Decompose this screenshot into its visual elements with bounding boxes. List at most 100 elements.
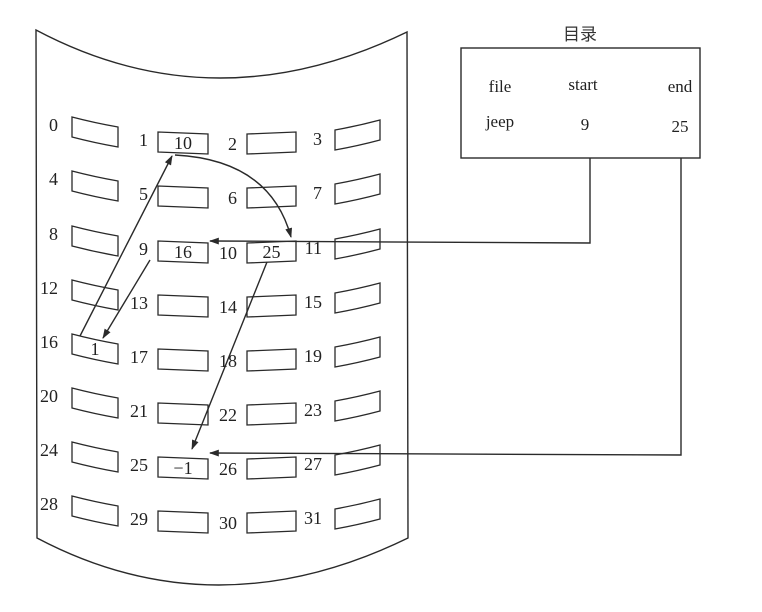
pointer-arrow-16-to-1 xyxy=(79,155,173,337)
disk-block-28: 28 xyxy=(40,494,119,527)
disk-block-8: 8 xyxy=(49,224,119,257)
directory-title: 目录 xyxy=(563,25,597,45)
block-frame xyxy=(71,279,119,311)
disk-block-26: 26 xyxy=(219,456,297,480)
block-frame xyxy=(71,495,119,527)
disk-block-17: 17 xyxy=(130,347,209,372)
block-frame xyxy=(71,170,119,202)
block-index-label: 0 xyxy=(49,115,58,135)
block-frame xyxy=(157,456,209,480)
disk-block-18: 18 xyxy=(219,348,297,372)
end-pointer-line xyxy=(209,158,682,457)
disk-block-19: 19 xyxy=(304,336,381,368)
disk-block-20: 20 xyxy=(40,386,119,419)
disk-block-31: 31 xyxy=(304,498,381,530)
disk-block-11: 11 xyxy=(305,228,381,260)
block-frame xyxy=(157,294,209,318)
block-frame xyxy=(246,131,297,155)
block-frame xyxy=(246,402,297,426)
disk-block-27: 27 xyxy=(304,444,381,476)
pointer-arrow-10-to-25 xyxy=(191,261,268,450)
block-index-label: 9 xyxy=(139,239,148,259)
disk-block-4: 4 xyxy=(49,169,119,202)
block-pointer-value: 16 xyxy=(174,242,192,262)
block-index-label: 16 xyxy=(40,332,58,352)
disk-block-7: 7 xyxy=(313,173,381,205)
block-frame xyxy=(157,240,209,264)
disk-block-5: 5 xyxy=(139,184,209,209)
block-frame xyxy=(71,116,119,148)
block-frame xyxy=(246,348,297,372)
block-frame xyxy=(246,294,297,318)
block-index-label: 23 xyxy=(304,400,322,420)
disk-block-12: 12 xyxy=(40,278,119,311)
disk-block-10: 10 25 xyxy=(219,240,297,264)
disk-outline xyxy=(35,28,409,586)
block-frame xyxy=(246,510,297,534)
block-frame xyxy=(334,390,381,422)
start-pointer-line xyxy=(209,158,591,245)
block-pointer-value: −1 xyxy=(173,458,192,478)
disk-block-30: 30 xyxy=(219,510,297,534)
directory-table xyxy=(460,47,701,159)
block-frame xyxy=(157,510,209,534)
block-index-label: 11 xyxy=(305,238,322,258)
block-frame xyxy=(71,333,119,365)
block-index-label: 30 xyxy=(219,513,237,533)
block-frame xyxy=(334,119,381,151)
block-index-label: 27 xyxy=(304,454,322,474)
block-index-label: 31 xyxy=(304,508,322,528)
block-frame xyxy=(157,402,209,426)
block-index-label: 6 xyxy=(228,188,237,208)
pointer-arrow-9-to-16 xyxy=(102,259,151,339)
disk-block-3: 3 xyxy=(313,119,381,151)
block-index-label: 4 xyxy=(49,169,58,189)
disk-block-13: 13 xyxy=(130,293,209,318)
directory-header-end: end xyxy=(668,77,693,96)
block-index-label: 26 xyxy=(219,459,237,479)
block-frame xyxy=(71,387,119,419)
block-index-label: 8 xyxy=(49,224,58,244)
block-index-label: 3 xyxy=(313,129,322,149)
block-frame xyxy=(334,228,381,260)
block-index-label: 20 xyxy=(40,386,58,406)
block-frame xyxy=(157,185,209,209)
disk-block-22: 22 xyxy=(219,402,297,426)
block-frame xyxy=(71,441,119,473)
block-index-label: 5 xyxy=(139,184,148,204)
block-pointer-value: 25 xyxy=(263,242,281,262)
directory-entry-file: jeep xyxy=(485,112,514,131)
disk-block-24: 24 xyxy=(40,440,119,473)
block-index-label: 29 xyxy=(130,509,148,529)
disk-block-6: 6 xyxy=(228,185,297,209)
pointer-arrow-1-to-10 xyxy=(174,154,292,238)
block-index-label: 12 xyxy=(40,278,58,298)
disk-block-15: 15 xyxy=(304,282,381,314)
disk-block-9: 9 16 xyxy=(139,239,209,264)
block-frame xyxy=(71,225,119,257)
block-frame xyxy=(334,282,381,314)
block-index-label: 21 xyxy=(130,401,148,421)
block-index-label: 14 xyxy=(219,297,237,317)
block-index-label: 22 xyxy=(219,405,237,425)
block-index-label: 25 xyxy=(130,455,148,475)
disk-block-0: 0 xyxy=(49,115,119,148)
block-index-label: 13 xyxy=(130,293,148,313)
disk-block-2: 2 xyxy=(228,131,297,155)
block-index-label: 7 xyxy=(313,183,322,203)
block-frame xyxy=(334,444,381,476)
disk-block-14: 14 xyxy=(219,294,297,318)
directory-header-file: file xyxy=(489,77,512,96)
block-frame xyxy=(334,498,381,530)
block-index-label: 1 xyxy=(139,130,148,150)
block-index-label: 28 xyxy=(40,494,58,514)
block-index-label: 24 xyxy=(40,440,58,460)
block-index-label: 10 xyxy=(219,243,237,263)
block-index-label: 15 xyxy=(304,292,322,312)
disk-block-21: 21 xyxy=(130,401,209,426)
block-index-label: 17 xyxy=(130,347,148,367)
disk-block-25: 25 −1 xyxy=(130,455,209,480)
